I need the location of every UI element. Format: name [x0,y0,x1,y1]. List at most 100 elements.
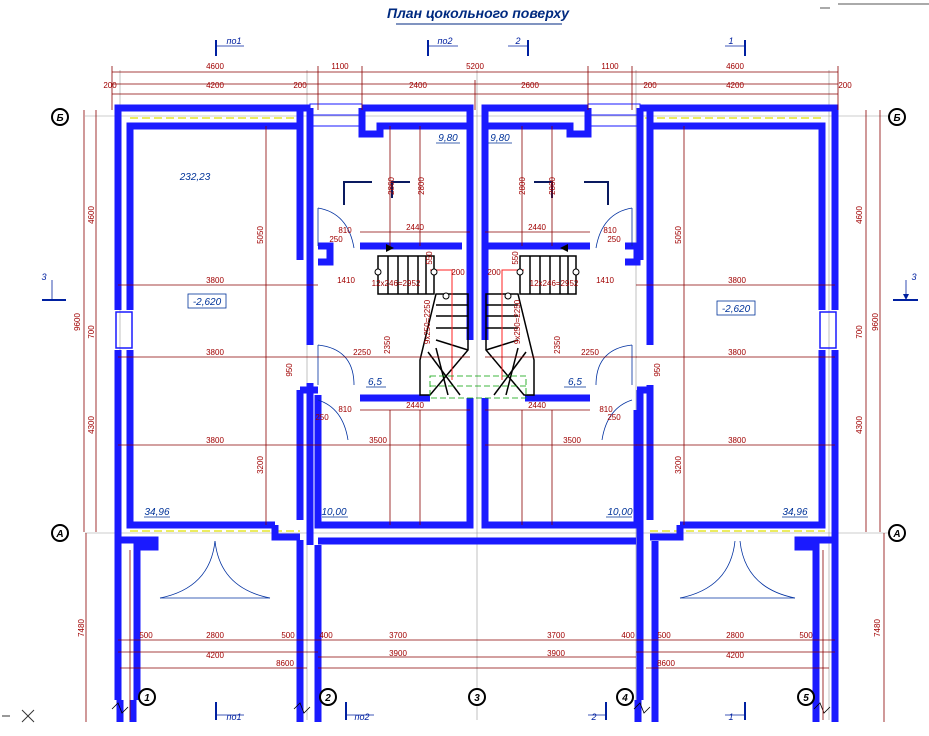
dim-label: 3800 [728,276,746,285]
dim-label: 4600 [206,62,224,71]
dim-label: 550 [425,251,434,265]
dim-label: 250 [607,413,621,422]
dim-label: 4600 [87,206,96,224]
dim-label: 2350 [553,336,562,354]
dim-label: 4200 [726,81,744,90]
dim-label: 400 [621,631,635,640]
dim-label: 700 [855,325,864,339]
dim-label: 9600 [73,313,82,331]
room-level-label: -2,620 [722,304,751,315]
room-area-label: 34,96 [144,507,169,518]
dim-label: 3500 [369,436,387,445]
dim-label: 200 [838,81,852,90]
dim-label: 500 [281,631,295,640]
axis-marker-b-left [51,108,69,126]
room-area-label: 10,00 [607,507,632,518]
axis-marker-4 [616,688,634,706]
dim-label: 2800 [726,631,744,640]
dim-label: 9x250=2250 [423,299,432,344]
corner-marker [343,181,372,205]
dim-label: 2860 [387,177,396,195]
axis-label: А [55,529,63,540]
dim-label: 2800 [518,177,527,195]
section-markers: по1 по2 2 1 3 3 по1 по2 2 [41,36,918,722]
dim-label: 2440 [406,223,424,232]
dim-label: 4200 [726,651,744,660]
room-level-label: -2,620 [193,297,222,308]
dim-label: 810 [603,226,617,235]
dim-label: 250 [329,235,343,244]
dimension-labels: 4600 5200 4600 1100 1100 4200 4200 200 2… [73,62,882,668]
dim-label: 810 [599,405,613,414]
dim-label: 8600 [657,659,675,668]
walls [114,103,839,722]
dim-label: 550 [511,251,520,265]
dim-label: 200 [103,81,117,90]
dim-label: 1100 [331,62,349,71]
dim-label: 1410 [337,276,355,285]
section-label: по2 [355,712,370,722]
dim-label: 200 [643,81,657,90]
axis-label: 5 [803,693,809,704]
room-area-label: 9,80 [438,133,458,144]
section-label: по1 [227,712,242,722]
section-label: 3 [41,272,46,282]
dim-label: 700 [87,325,96,339]
dim-label: 950 [653,363,662,377]
dim-label: 3200 [674,456,683,474]
axis-label: 2 [324,693,331,704]
room-area-label: 10,00 [321,507,346,518]
section-label: 1 [728,712,733,722]
dim-label: 3800 [728,348,746,357]
room-area-label: 232,23 [179,172,211,183]
dimension-lines [83,66,885,722]
dim-label: 3800 [728,436,746,445]
axis-marker-5 [797,688,815,706]
dim-label: 2800 [417,177,426,195]
dim-label: 7480 [873,619,882,637]
break-mark [633,702,651,714]
dim-label: 3700 [389,631,407,640]
corner-marker [391,181,410,198]
dim-label: 2250 [353,348,371,357]
dim-label: 2440 [528,223,546,232]
dim-label: 810 [338,405,352,414]
dim-label: 9x250=2250 [513,299,522,344]
section-label: 1 [728,36,733,46]
section-label: по1 [227,36,242,46]
dim-label: 2250 [581,348,599,357]
dim-label: 400 [319,631,333,640]
axis-label: А [892,529,900,540]
dim-label: 8600 [276,659,294,668]
dim-label: 3800 [206,436,224,445]
dim-label: 4600 [855,206,864,224]
dim-label: 950 [285,363,294,377]
stairs [374,244,580,399]
room-area-label: 6,5 [368,377,382,388]
axis-label: 3 [474,693,480,704]
dim-label: 810 [338,226,352,235]
axis-markers: Б Б А А 1 2 3 4 5 [51,108,906,706]
dim-label: 7480 [77,619,86,637]
section-label: 2 [590,712,596,722]
dim-label: 9600 [871,313,880,331]
dim-label: 4300 [87,416,96,434]
dim-label: 4600 [726,62,744,71]
break-mark [293,702,311,714]
dim-label: 3800 [206,348,224,357]
dim-label: 12x246=2952 [530,279,579,288]
dim-label: 3900 [389,649,407,658]
dim-label: 4200 [206,81,224,90]
dim-label: 500 [657,631,671,640]
axis-label: 4 [621,693,628,704]
room-area-label: 6,5 [568,377,582,388]
dim-label: 4200 [206,651,224,660]
dim-label: 3900 [547,649,565,658]
dim-label: 3200 [256,456,265,474]
dim-label: 2440 [406,401,424,410]
dim-label: 500 [139,631,153,640]
room-area-label: 9,80 [490,133,510,144]
axis-marker-b-right [888,108,906,126]
dim-label: 12x246=2952 [372,279,421,288]
